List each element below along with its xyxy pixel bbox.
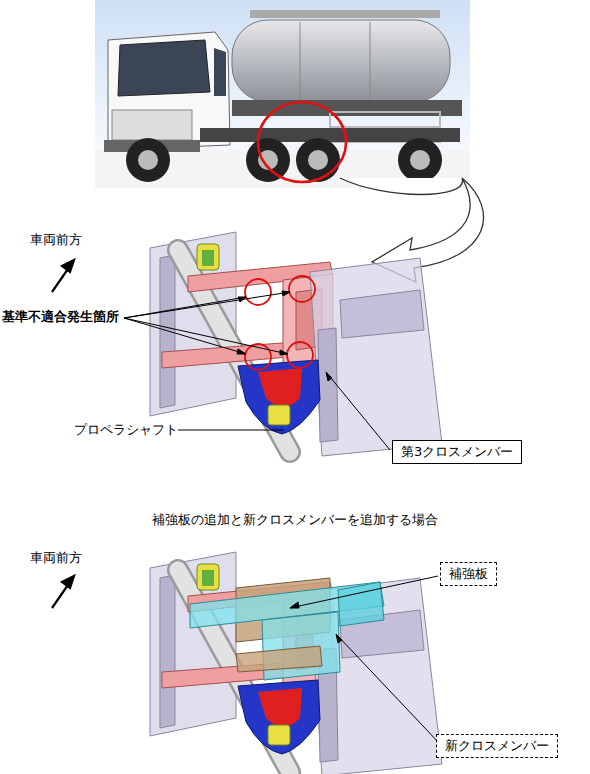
box-text: 補強板 xyxy=(449,566,488,582)
dashed-callout-box: 補強板 xyxy=(440,562,497,586)
label-text: 車両前方 xyxy=(30,550,82,566)
box-text: 第3クロスメンバー xyxy=(401,444,513,460)
dashed-callout-box: 新クロスメンバー xyxy=(436,734,558,758)
label-text: 車両前方 xyxy=(30,232,82,248)
label-text: 補強板の追加と新クロスメンバーを追加する場合 xyxy=(152,512,438,528)
box-text: 新クロスメンバー xyxy=(445,738,549,754)
label-text: 基準不適合発生箇所 xyxy=(2,309,119,325)
label-text: プロペラシャフト xyxy=(74,422,178,438)
callout-box: 第3クロスメンバー xyxy=(392,440,522,464)
